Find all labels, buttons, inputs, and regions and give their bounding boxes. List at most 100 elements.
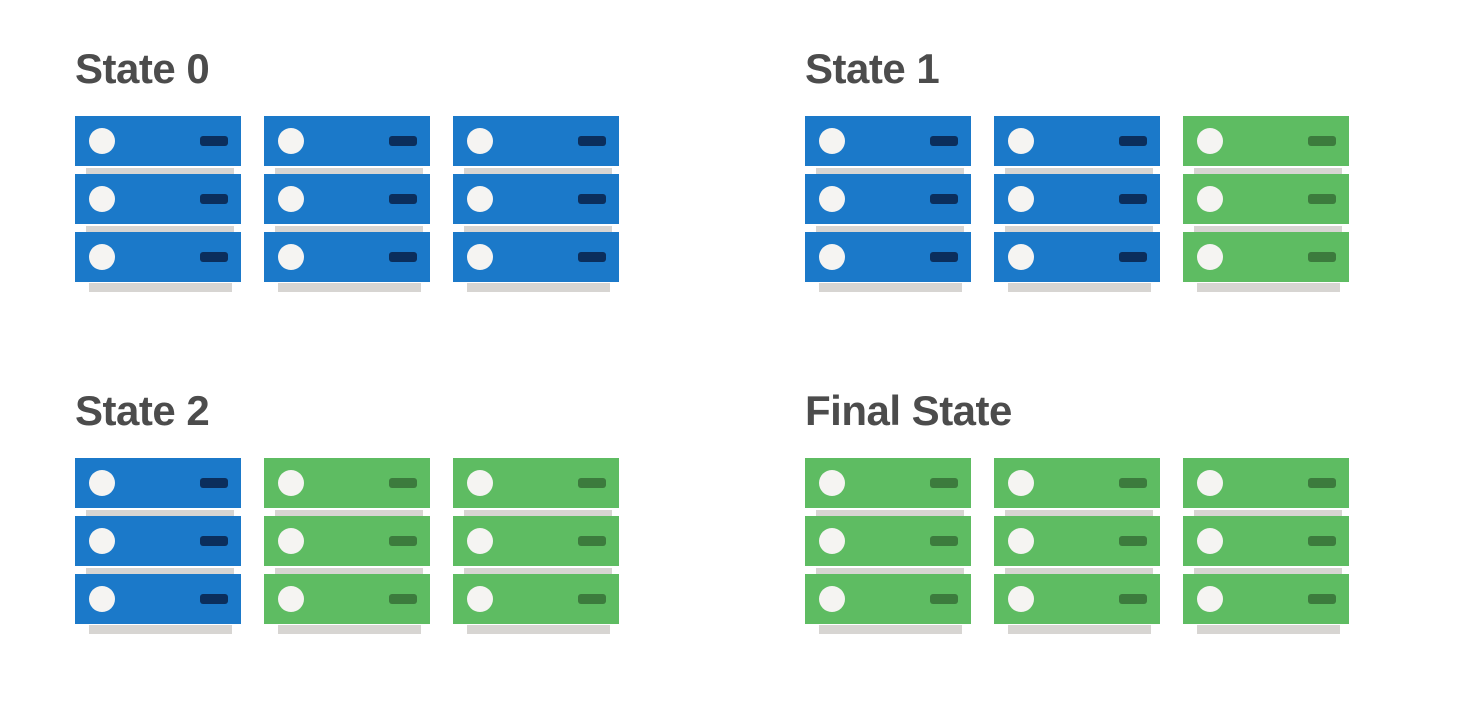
server-unit-blue xyxy=(805,174,971,232)
server-unit-green xyxy=(1183,574,1349,634)
server-unit-blue xyxy=(75,516,241,574)
handle-dash-icon xyxy=(200,136,228,146)
server-unit-blue xyxy=(75,174,241,232)
led-circle-icon xyxy=(819,244,845,270)
handle-dash-icon xyxy=(200,252,228,262)
led-circle-icon xyxy=(1197,528,1223,554)
server-rack xyxy=(453,116,619,292)
server-unit-blue xyxy=(453,116,619,174)
led-circle-icon xyxy=(89,244,115,270)
handle-dash-icon xyxy=(578,536,606,546)
led-circle-icon xyxy=(1197,128,1223,154)
panel-state-1: State 1 xyxy=(805,45,1353,292)
led-circle-icon xyxy=(467,470,493,496)
handle-dash-icon xyxy=(930,478,958,488)
panel-title: Final State xyxy=(805,387,1012,434)
led-circle-icon xyxy=(1008,528,1034,554)
rack-row xyxy=(75,116,623,292)
handle-dash-icon xyxy=(389,536,417,546)
server-unit-blue xyxy=(805,116,971,174)
server-unit-green xyxy=(805,516,971,574)
server-unit-green xyxy=(1183,458,1349,516)
led-circle-icon xyxy=(819,128,845,154)
led-circle-icon xyxy=(1197,470,1223,496)
led-circle-icon xyxy=(278,586,304,612)
led-circle-icon xyxy=(467,528,493,554)
server-unit-green xyxy=(453,516,619,574)
handle-dash-icon xyxy=(1308,194,1336,204)
handle-dash-icon xyxy=(578,194,606,204)
panel-title: State 1 xyxy=(805,45,940,92)
handle-dash-icon xyxy=(1308,136,1336,146)
led-circle-icon xyxy=(89,470,115,496)
server-unit-blue xyxy=(453,174,619,232)
led-circle-icon xyxy=(1008,470,1034,496)
server-unit-blue xyxy=(75,116,241,174)
led-circle-icon xyxy=(1008,586,1034,612)
handle-dash-icon xyxy=(389,136,417,146)
led-circle-icon xyxy=(1008,128,1034,154)
led-circle-icon xyxy=(278,186,304,212)
server-unit-green xyxy=(264,574,430,634)
handle-dash-icon xyxy=(200,194,228,204)
handle-dash-icon xyxy=(389,252,417,262)
handle-dash-icon xyxy=(1119,136,1147,146)
panel-state-2: State 2 xyxy=(75,387,623,634)
server-unit-blue xyxy=(994,116,1160,174)
server-rack xyxy=(1183,116,1349,292)
led-circle-icon xyxy=(467,586,493,612)
server-rack xyxy=(264,458,430,634)
led-circle-icon xyxy=(467,128,493,154)
server-unit-green xyxy=(994,574,1160,634)
server-unit-green xyxy=(453,574,619,634)
led-circle-icon xyxy=(278,528,304,554)
server-unit-green xyxy=(1183,174,1349,232)
server-rack xyxy=(994,458,1160,634)
server-unit-green xyxy=(805,458,971,516)
server-rack xyxy=(805,458,971,634)
handle-dash-icon xyxy=(578,252,606,262)
handle-dash-icon xyxy=(1119,194,1147,204)
handle-dash-icon xyxy=(1119,478,1147,488)
led-circle-icon xyxy=(819,470,845,496)
handle-dash-icon xyxy=(1119,252,1147,262)
server-rack xyxy=(264,116,430,292)
server-unit-green xyxy=(453,458,619,516)
handle-dash-icon xyxy=(930,536,958,546)
handle-dash-icon xyxy=(1119,536,1147,546)
led-circle-icon xyxy=(819,586,845,612)
handle-dash-icon xyxy=(1308,478,1336,488)
handle-dash-icon xyxy=(930,252,958,262)
rack-row xyxy=(805,458,1353,634)
led-circle-icon xyxy=(467,186,493,212)
server-unit-green xyxy=(805,574,971,634)
led-circle-icon xyxy=(1197,186,1223,212)
handle-dash-icon xyxy=(1308,536,1336,546)
server-rack xyxy=(453,458,619,634)
handle-dash-icon xyxy=(389,194,417,204)
server-rack xyxy=(75,458,241,634)
handle-dash-icon xyxy=(930,194,958,204)
server-unit-blue xyxy=(805,232,971,292)
server-unit-blue xyxy=(994,174,1160,232)
server-unit-green xyxy=(1183,232,1349,292)
panel-title: State 0 xyxy=(75,45,210,92)
led-circle-icon xyxy=(278,244,304,270)
server-unit-green xyxy=(264,458,430,516)
server-unit-blue xyxy=(75,458,241,516)
handle-dash-icon xyxy=(1308,594,1336,604)
led-circle-icon xyxy=(278,470,304,496)
panel-title: State 2 xyxy=(75,387,210,434)
led-circle-icon xyxy=(1008,186,1034,212)
led-circle-icon xyxy=(89,186,115,212)
led-circle-icon xyxy=(1008,244,1034,270)
server-unit-blue xyxy=(75,574,241,634)
server-unit-green xyxy=(264,516,430,574)
server-unit-green xyxy=(994,516,1160,574)
led-circle-icon xyxy=(1197,244,1223,270)
led-circle-icon xyxy=(89,586,115,612)
panel-final-state: Final State xyxy=(805,387,1353,634)
rack-row xyxy=(75,458,623,634)
server-unit-blue xyxy=(453,232,619,292)
server-rack xyxy=(75,116,241,292)
